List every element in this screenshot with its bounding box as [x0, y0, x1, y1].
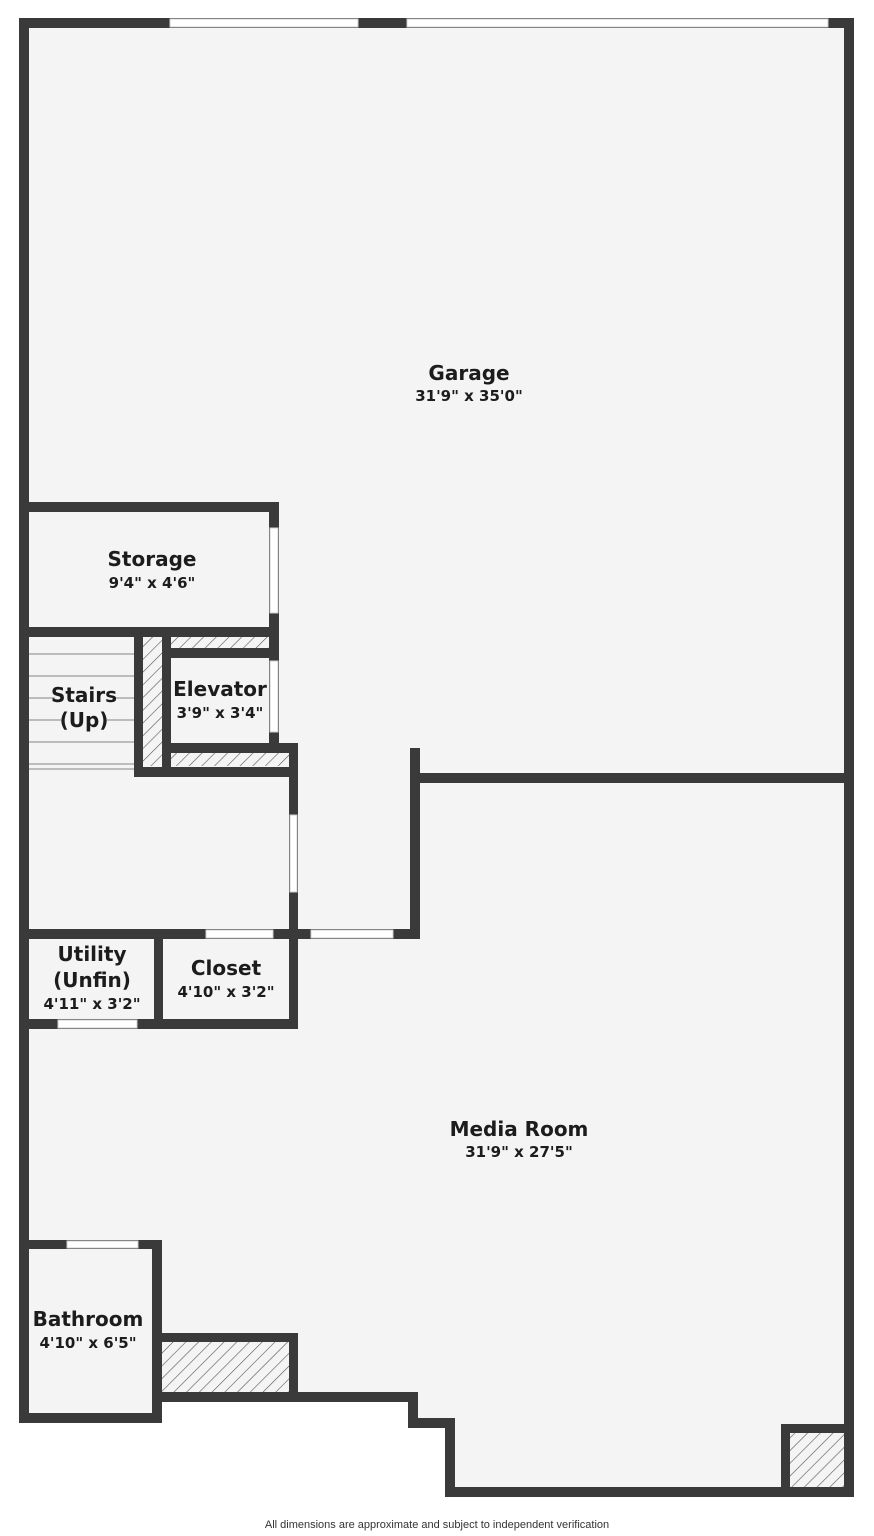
utility-dim: 4'11" x 3'2" [43, 995, 140, 1013]
stair-treads [29, 653, 134, 770]
hatched-chase-elevator-top [170, 636, 269, 650]
disclaimer-footnote: All dimensions are approximate and subje… [264, 1519, 610, 1531]
media-room-name: Media Room [450, 1117, 589, 1141]
bathroom-door [66, 1240, 139, 1249]
utility-door [57, 1019, 138, 1029]
garage-dim: 31'9" x 35'0" [415, 387, 523, 405]
media-room-dim: 31'9" x 27'5" [465, 1143, 573, 1161]
closet-door [205, 929, 274, 939]
elevator-door [269, 660, 279, 733]
hatched-chase-stair-side [142, 636, 163, 766]
storage-door [269, 527, 279, 614]
elevator-name: Elevator [173, 677, 267, 701]
utility-name-line2: (Unfin) [53, 968, 131, 992]
floor-area [24, 23, 849, 1492]
stairs-name-line1: Stairs [51, 683, 117, 707]
hall-media-opening [310, 929, 394, 939]
openings [57, 18, 829, 1249]
garage-name: Garage [428, 361, 509, 385]
bathroom-dim: 4'10" x 6'5" [39, 1334, 136, 1352]
hatched-chase-corner [789, 1433, 844, 1488]
hatched-chase-bathroom [162, 1341, 289, 1392]
garage-window-left [169, 18, 359, 28]
stairs-name-line2: (Up) [60, 708, 109, 732]
storage-name: Storage [108, 547, 197, 571]
room-labels: Garage 31'9" x 35'0" Storage 9'4" x 4'6"… [33, 361, 589, 1352]
elevator-dim: 3'9" x 3'4" [177, 704, 264, 722]
hall-door [289, 814, 298, 893]
hatched-chase-elevator-bottom [170, 752, 289, 766]
bathroom-name: Bathroom [33, 1307, 144, 1331]
storage-dim: 9'4" x 4'6" [109, 574, 196, 592]
closet-name: Closet [191, 956, 262, 980]
garage-door [406, 18, 829, 28]
closet-dim: 4'10" x 3'2" [177, 983, 274, 1001]
utility-name-line1: Utility [58, 942, 127, 966]
